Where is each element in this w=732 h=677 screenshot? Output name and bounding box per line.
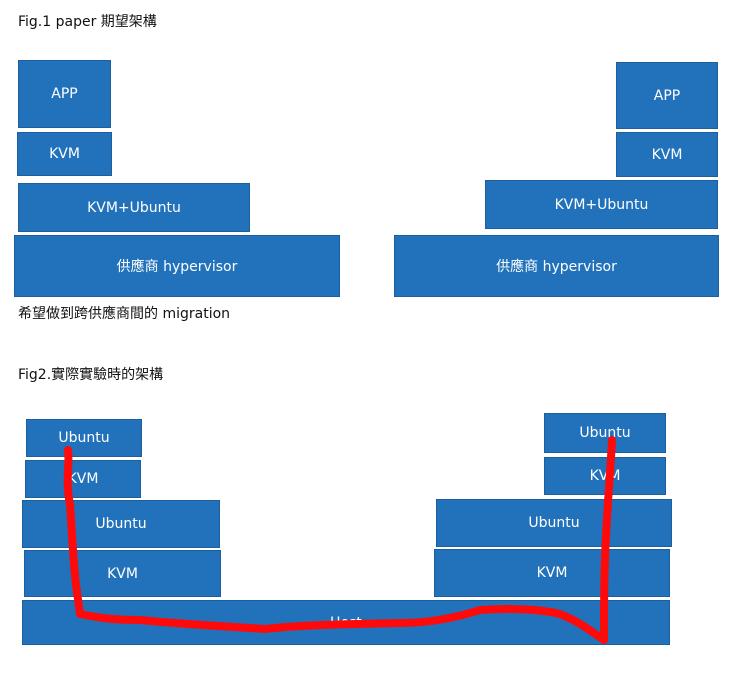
fig1-caption: Fig.1 paper 期望架構 <box>18 14 157 30</box>
migration-path <box>63 436 616 644</box>
fig1-note: 希望做到跨供應商間的 migration <box>18 306 231 322</box>
fig2-right-kvm-box: KVM <box>434 549 670 597</box>
fig1-right-app-label: APP <box>653 87 681 104</box>
fig2-left-kvm-label: KVM <box>107 565 138 582</box>
fig1-right-kvm-label: KVM <box>651 146 683 163</box>
fig2-caption: Fig2.實際實驗時的架構 <box>18 367 164 383</box>
fig2-right-ubuntu-top-box: Ubuntu <box>544 413 666 453</box>
fig1-left-kvm-label: KVM <box>49 146 80 162</box>
fig2-left-ubuntu-top-label: Ubuntu <box>58 430 110 446</box>
fig2-right-ubuntu-label: Ubuntu <box>528 515 580 531</box>
fig1-left-kvm-box: KVM <box>17 132 112 176</box>
fig2-right-ubuntu-top-label: Ubuntu <box>579 425 631 441</box>
fig1-left-app-box: APP <box>18 60 111 128</box>
fig1-right-hypervisor-box: 供應商 hypervisor <box>394 235 719 297</box>
fig1-left-hypervisor-label: 供應商 hypervisor <box>116 259 238 275</box>
fig2-left-ubuntu-box: Ubuntu <box>22 500 220 548</box>
fig2-left-ubuntu-label: Ubuntu <box>95 516 147 532</box>
fig1-right-kvm-ubuntu-box: KVM+Ubuntu <box>485 180 718 229</box>
fig1-left-app-label: APP <box>51 86 78 102</box>
fig2-left-kvm-box: KVM <box>24 550 221 597</box>
fig1-right-hypervisor-label: 供應商 hypervisor <box>496 259 617 275</box>
fig2-left-kvm-top-box: KVM <box>25 460 141 498</box>
fig2-left-kvm-top-label: KVM <box>67 471 99 487</box>
fig1-left-kvm-ubuntu-label: KVM+Ubuntu <box>87 199 181 216</box>
fig2-right-kvm-label: KVM <box>536 565 568 581</box>
fig1-right-kvm-ubuntu-label: KVM+Ubuntu <box>554 196 649 213</box>
fig2-right-ubuntu-box: Ubuntu <box>436 499 672 547</box>
fig1-left-kvm-ubuntu-box: KVM+Ubuntu <box>18 183 250 232</box>
fig1-right-app-box: APP <box>616 62 718 129</box>
fig1-left-hypervisor-box: 供應商 hypervisor <box>14 235 340 297</box>
fig2-left-ubuntu-top-box: Ubuntu <box>26 419 142 457</box>
fig1-right-kvm-box: KVM <box>616 132 718 177</box>
